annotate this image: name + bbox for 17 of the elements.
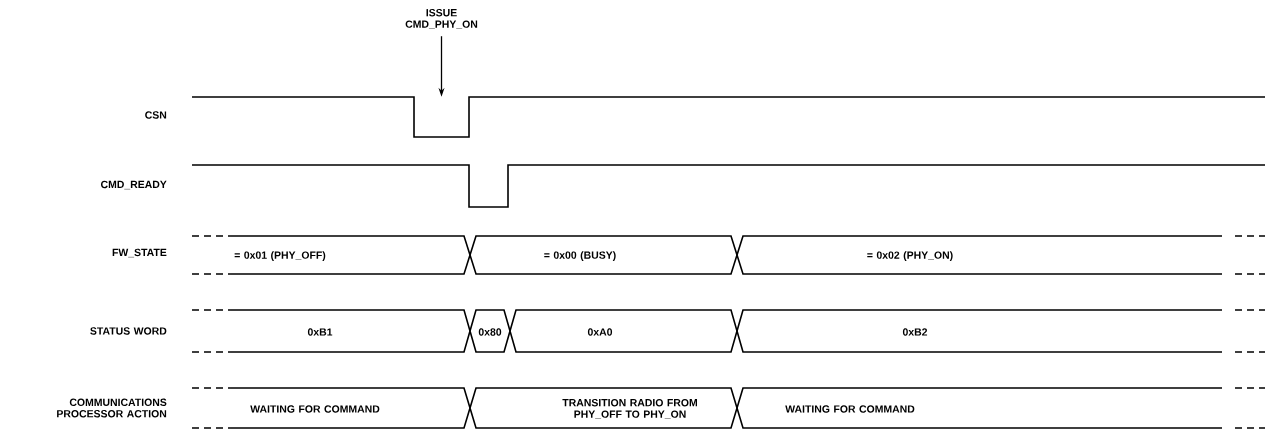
signal-label: COMMUNICATIONS PROCESSOR ACTION [57, 398, 167, 418]
bus-segment: 0xB1 [191, 309, 471, 353]
bus-segment: WAITING FOR COMMAND [191, 387, 471, 429]
signal-label: STATUS WORD [90, 327, 167, 335]
bus-segment: TRANSITION RADIO FROM PHY_OFF TO PHY_ON [469, 387, 738, 429]
bus-segment: WAITING FOR COMMAND [736, 387, 1265, 429]
bus-segment: 0xB2 [736, 309, 1265, 353]
signal-label: CMD_READY [100, 180, 167, 190]
annotation-text: ISSUE CMD_PHY_ON [405, 9, 478, 30]
bus-segment: = 0x01 (PHY_OFF) [191, 235, 471, 275]
signal-label: FW_STATE [112, 248, 167, 258]
signal-waveform [191, 96, 1265, 138]
bus-segment: = 0x00 (BUSY) [469, 235, 738, 275]
bus-segment: = 0x02 (PHY_ON) [736, 235, 1265, 275]
bus-segment: 0xA0 [509, 309, 738, 353]
signal-label: CSN [145, 111, 167, 119]
bus-segment: 0x80 [469, 309, 511, 353]
